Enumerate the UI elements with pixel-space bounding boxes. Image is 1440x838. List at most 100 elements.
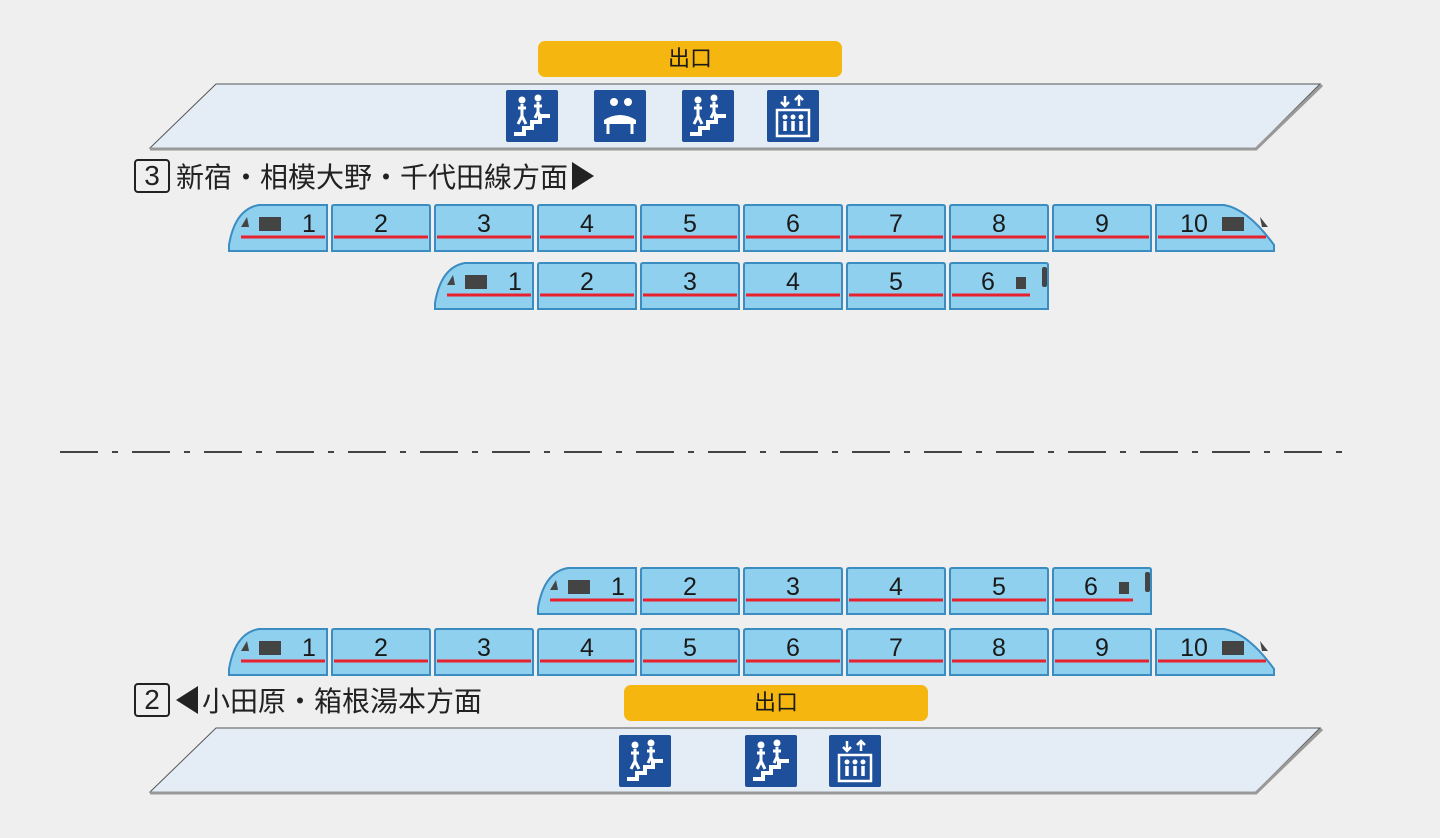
car-body: [950, 263, 1048, 309]
cab-light: [1260, 217, 1268, 227]
car-number: 4: [580, 210, 594, 238]
car-number: 1: [611, 573, 625, 601]
escalator-stairs-icon: [745, 735, 797, 787]
arrow-left-icon: [176, 686, 198, 714]
direction-label-upper: 3 新宿・相模大野・千代田線方面: [134, 156, 594, 196]
direction-label-lower: 2 小田原・箱根湯本方面: [134, 680, 482, 720]
car-number: 7: [889, 634, 903, 662]
car-number: 6: [786, 210, 800, 238]
train-car: 6: [950, 263, 1048, 309]
train-car: 8: [950, 629, 1048, 675]
car-number: 3: [477, 210, 491, 238]
train-car: 3: [435, 629, 533, 675]
car-number: 1: [302, 210, 316, 238]
cab-light: [1260, 641, 1268, 651]
train-car: 2: [332, 629, 430, 675]
train-car: 4: [538, 205, 636, 251]
coupler-window: [1119, 582, 1129, 594]
train-car: 9: [1053, 629, 1151, 675]
car-number: 5: [889, 268, 903, 296]
train-lower-6-car: 1 2 3 4 5 6: [538, 568, 1151, 614]
train-car: 5: [641, 629, 739, 675]
escalator-stairs-icon: [506, 90, 558, 142]
car-body: [1053, 568, 1151, 614]
car-number: 3: [786, 573, 800, 601]
car-number: 8: [992, 634, 1006, 662]
direction-text-upper: 新宿・相模大野・千代田線方面: [176, 156, 568, 196]
train-car: 4: [744, 263, 842, 309]
train-car: 7: [847, 205, 945, 251]
car-number: 2: [683, 573, 697, 601]
car-number: 4: [786, 268, 800, 296]
coupler: [1042, 267, 1047, 287]
car-number: 2: [374, 210, 388, 238]
train-car: 10: [1156, 205, 1274, 251]
train-upper-6-car: 1 2 3 4 5 6: [435, 263, 1048, 309]
train-car: 5: [950, 568, 1048, 614]
car-number: 4: [580, 634, 594, 662]
train-car: 1: [229, 205, 327, 251]
car-number: 5: [683, 210, 697, 238]
car-number: 2: [580, 268, 594, 296]
train-car: 7: [847, 629, 945, 675]
train-car: 2: [332, 205, 430, 251]
car-number: 3: [477, 634, 491, 662]
lower-platform: [0, 724, 1440, 798]
car-number: 6: [786, 634, 800, 662]
coupler-window: [1016, 277, 1026, 289]
escalator-stairs-icon: [619, 735, 671, 787]
car-number: 5: [683, 634, 697, 662]
car-number: 4: [889, 573, 903, 601]
lower-trains: 1 2 3 4 5 6 1 2 3 4 5 6 7 8 9 10: [0, 565, 1440, 680]
direction-text-lower: 小田原・箱根湯本方面: [202, 680, 482, 720]
train-car: 2: [641, 568, 739, 614]
cab-window: [259, 641, 281, 655]
track-number-2: 2: [134, 683, 170, 717]
elevator-icon: [829, 735, 881, 787]
train-car: 8: [950, 205, 1048, 251]
car-number: 1: [302, 634, 316, 662]
train-car: 6: [1053, 568, 1151, 614]
car-number: 6: [981, 268, 995, 296]
car-number: 8: [992, 210, 1006, 238]
cab-window: [568, 580, 590, 594]
car-body: [1156, 205, 1274, 251]
car-number: 7: [889, 210, 903, 238]
car-number: 9: [1095, 634, 1109, 662]
train-car: 1: [229, 629, 327, 675]
car-body: [1156, 629, 1274, 675]
exit-badge-lower: 出口: [624, 685, 928, 721]
train-car: 3: [744, 568, 842, 614]
train-car: 1: [538, 568, 636, 614]
train-car: 5: [847, 263, 945, 309]
car-number: 6: [1084, 573, 1098, 601]
cab-window: [1222, 217, 1244, 231]
train-upper-10-car: 1 2 3 4 5 6 7 8 9 10: [229, 205, 1274, 251]
train-car: 9: [1053, 205, 1151, 251]
car-number: 1: [508, 268, 522, 296]
coupler: [1145, 572, 1150, 592]
cab-window: [259, 217, 281, 231]
restroom-seat-icon: [594, 90, 646, 142]
train-car: 3: [641, 263, 739, 309]
train-car: 5: [641, 205, 739, 251]
train-car: 4: [847, 568, 945, 614]
train-car: 3: [435, 205, 533, 251]
train-lower-10-car: 1 2 3 4 5 6 7 8 9 10: [229, 629, 1274, 675]
cab-window: [465, 275, 487, 289]
elevator-icon: [767, 90, 819, 142]
train-car: 4: [538, 629, 636, 675]
train-car: 6: [744, 205, 842, 251]
track-divider: [60, 450, 1350, 454]
car-number: 9: [1095, 210, 1109, 238]
train-car: 1: [435, 263, 533, 309]
car-number: 10: [1180, 210, 1208, 238]
upper-trains: 1 2 3 4 5 6 7 8 9 10 1 2 3 4 5 6: [0, 200, 1440, 315]
car-number: 3: [683, 268, 697, 296]
arrow-right-icon: [572, 162, 594, 190]
track-number-3: 3: [134, 159, 170, 193]
exit-badge-upper: 出口: [538, 41, 842, 77]
train-car: 6: [744, 629, 842, 675]
car-number: 10: [1180, 634, 1208, 662]
car-number: 2: [374, 634, 388, 662]
